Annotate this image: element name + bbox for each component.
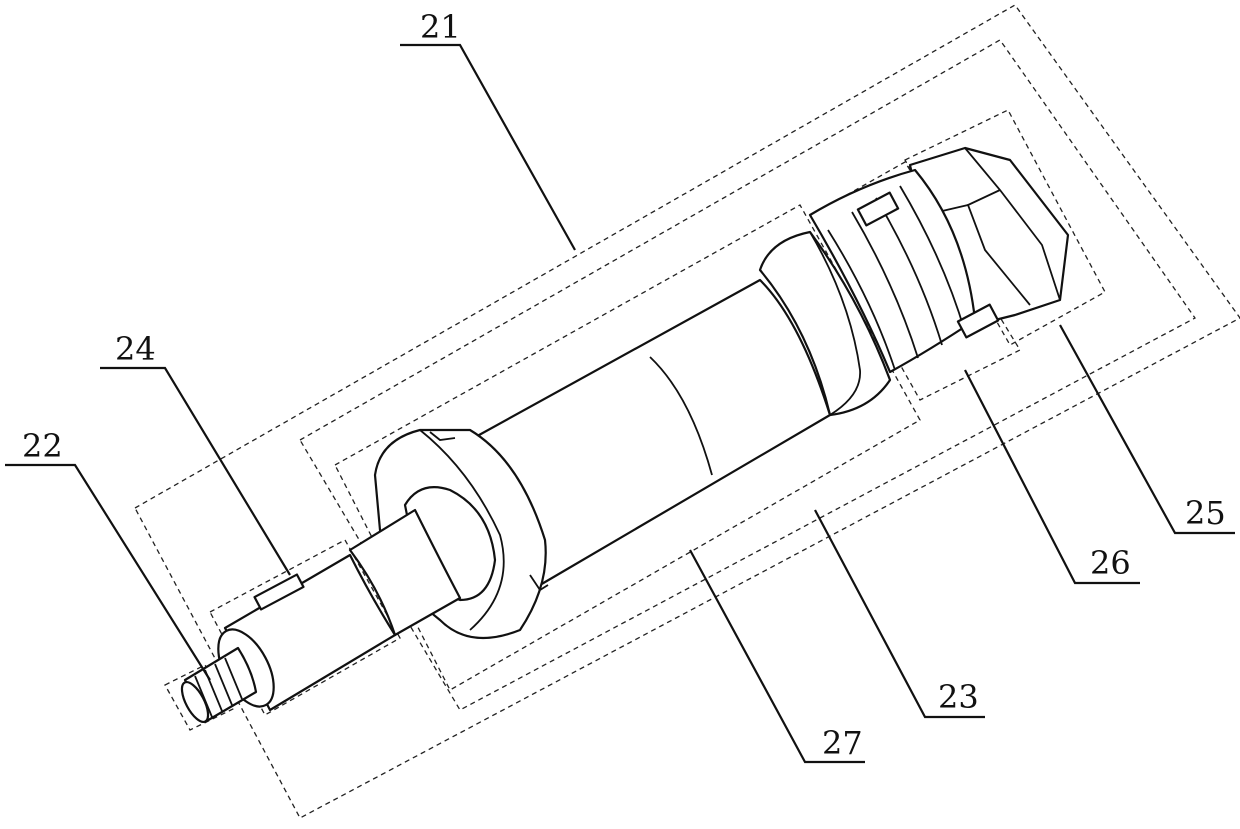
- leader-22: [5, 465, 210, 680]
- label-25: 25: [1185, 494, 1226, 532]
- leader-24: [100, 368, 290, 575]
- label-21: 21: [420, 8, 461, 46]
- label-23: 23: [938, 678, 979, 716]
- label-22: 22: [22, 427, 63, 465]
- shaft-assembly: [177, 148, 1068, 726]
- label-27: 27: [822, 724, 863, 762]
- label-24: 24: [115, 330, 156, 368]
- leader-21: [400, 45, 575, 250]
- label-26: 26: [1090, 544, 1131, 582]
